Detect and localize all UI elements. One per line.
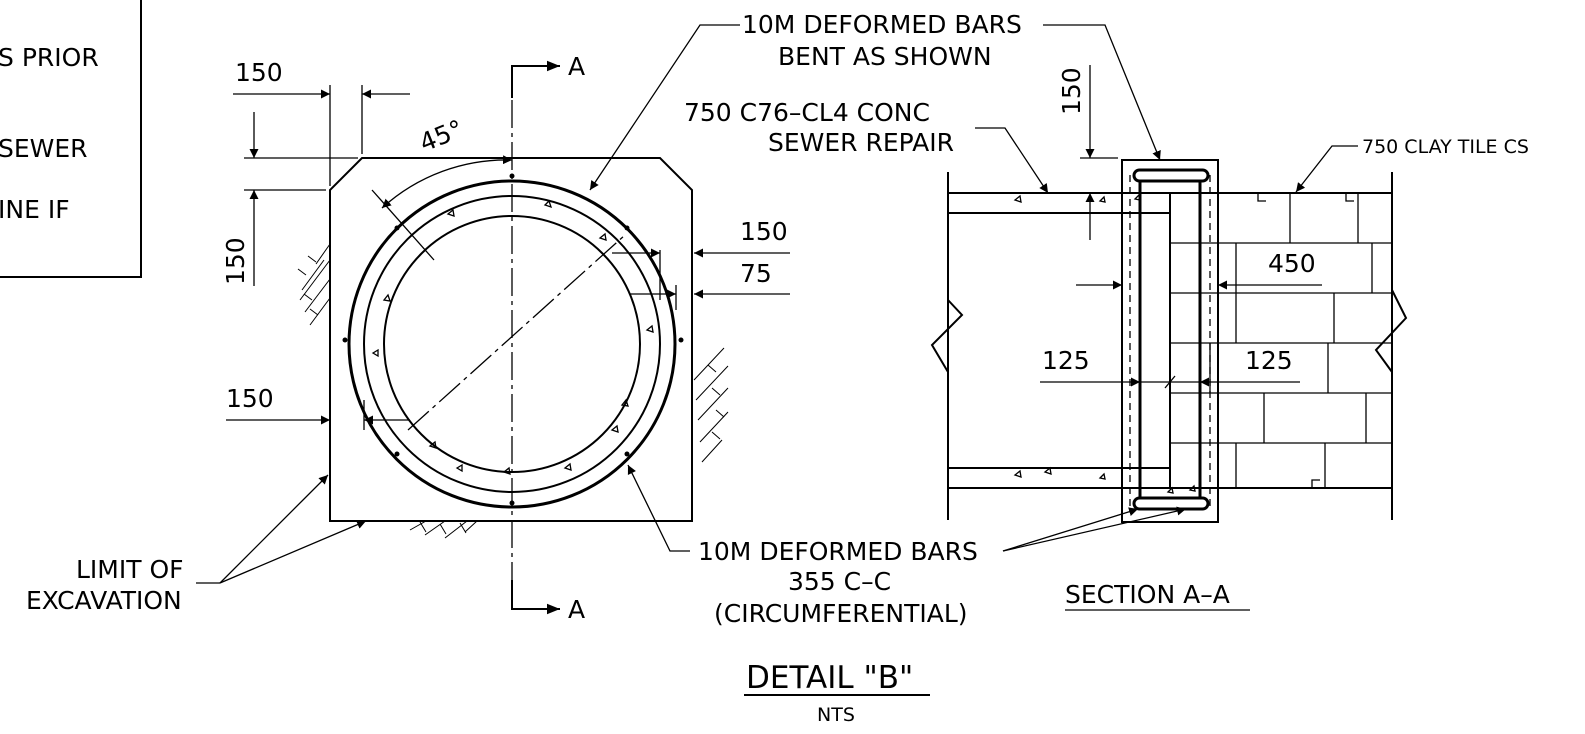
angle-arc [381, 155, 513, 209]
soil-hatch-bottom [409, 520, 478, 539]
leader-limit-2 [219, 520, 367, 584]
sec-dim-150: 150 [1057, 67, 1086, 115]
break-line-left [930, 299, 964, 373]
label-spacing: 355 C–C [788, 567, 891, 596]
section-title: SECTION A–A [1065, 580, 1230, 609]
label-deformed-bars-bottom: 10M DEFORMED BARS [698, 537, 978, 566]
note-line-1: S PRIOR [0, 43, 99, 72]
sec-dim-125-right: 125 [1245, 346, 1293, 375]
title-block: DETAIL "B" NTS [744, 660, 930, 726]
soil-hatch-right [693, 347, 729, 463]
concrete-stipple [371, 199, 654, 475]
dim-bottom-150: 150 [226, 384, 274, 413]
concrete-encasement [329, 157, 693, 522]
leader-bent-bars [1043, 24, 1161, 161]
dim-right-75: 75 [740, 259, 772, 288]
sec-dim-125-left: 125 [1042, 346, 1090, 375]
label-circumferential: (CIRCUMFERENTIAL) [714, 599, 968, 628]
label-repair-1: 750 C76–CL4 CONC [684, 98, 930, 127]
leader-limit-1 [219, 474, 329, 584]
section-cut-bottom [511, 580, 560, 615]
detail-title: DETAIL "B" [746, 660, 913, 696]
leader-repair [975, 127, 1049, 194]
label-repair-2: SEWER REPAIR [768, 128, 954, 157]
dim-left-150: 150 [221, 237, 250, 285]
section-mark-top: A [568, 52, 585, 81]
sec-dim-450: 450 [1268, 249, 1316, 278]
leader-bottom-bars-2 [1002, 506, 1187, 552]
dim-right-150: 150 [740, 217, 788, 246]
scale-label: NTS [817, 704, 855, 726]
encasement-outer-ring [347, 179, 677, 509]
section-aa-view: 150 450 125 125 [930, 24, 1408, 611]
radial-dim-line [371, 189, 435, 261]
leader-clay-tile [1295, 145, 1358, 193]
section-mark-bottom: A [568, 595, 585, 624]
detail-b-view: 45° A A 150 150 150 75 150 [196, 24, 790, 624]
leader-bars-top [589, 24, 740, 191]
label-excavation: EXCAVATION [26, 586, 182, 615]
note-line-3: INE IF [0, 195, 70, 224]
section-cut-top [511, 60, 560, 98]
diagonal-centerline [407, 234, 626, 431]
label-clay-tile: 750 CLAY TILE CS [1362, 136, 1529, 158]
note-line-2: SEWER [0, 134, 88, 163]
angle-label: 45° [415, 114, 467, 157]
notes-box: S PRIOR SEWER INE IF [0, 0, 142, 278]
label-limit-of: LIMIT OF [76, 555, 184, 584]
soil-hatch-left [297, 243, 331, 326]
leader-bottom-bars-1 [1002, 507, 1139, 552]
leader-bars-bottom [627, 464, 690, 552]
label-bent-as-shown: BENT AS SHOWN [778, 42, 992, 71]
pipe-wall-stipple [1013, 193, 1196, 494]
clay-tile-pattern [1170, 193, 1392, 488]
repair-sleeve [1121, 159, 1219, 523]
dim-top-150: 150 [235, 58, 283, 87]
break-line-right [1374, 289, 1408, 373]
label-deformed-bars-top: 10M DEFORMED BARS [742, 10, 1022, 39]
